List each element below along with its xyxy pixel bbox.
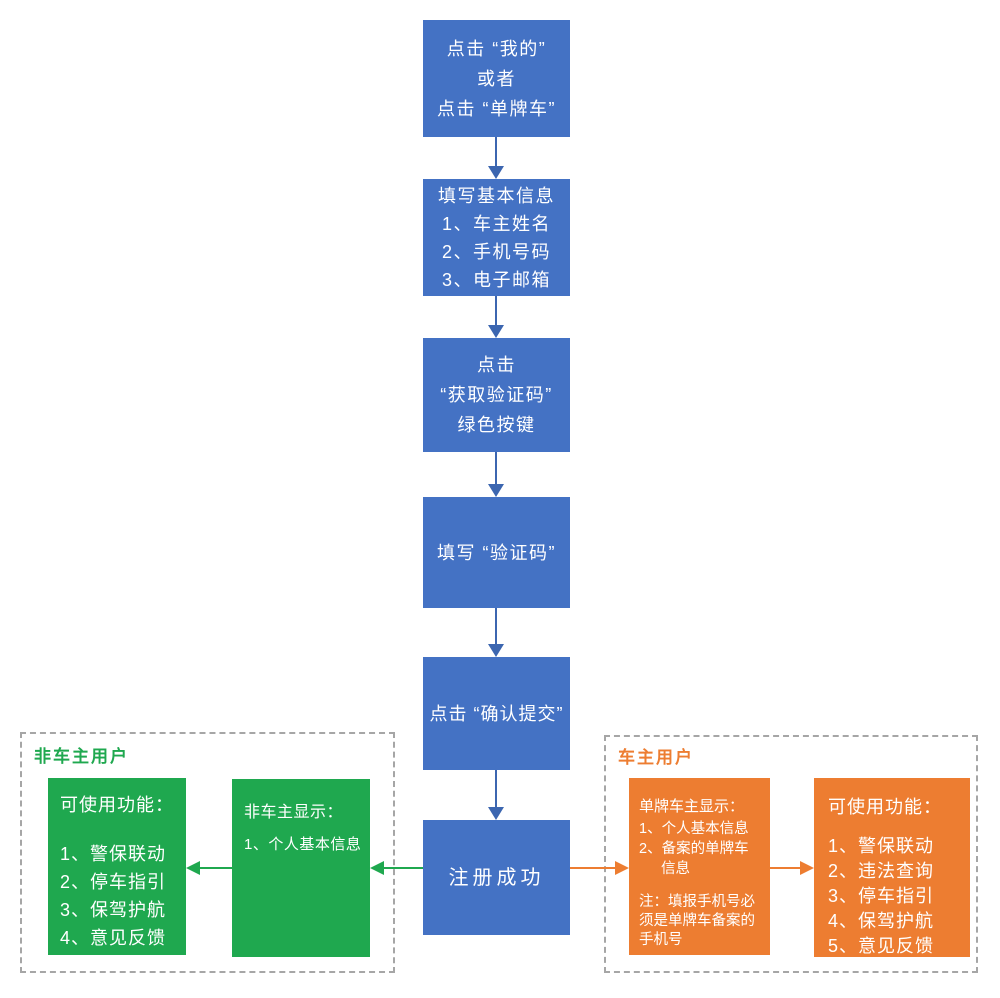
non-owner-features-box: 可使用功能： 1、警保联动 2、停车指引 3、保驾护航 4、意见反馈 <box>48 778 186 955</box>
owner-display-box: 单牌车主显示： 1、个人基本信息 2、备案的单牌车信息 注：填报手机号必须是单牌… <box>629 778 770 955</box>
orange-arrow-shaft <box>570 867 615 869</box>
step-text-line: 或者 <box>477 68 516 89</box>
list-item: 1、个人基本信息 <box>639 821 749 837</box>
down-arrow-shaft <box>495 452 497 485</box>
step-text-line: 点击 <box>477 355 516 375</box>
step-fill-basic-info: 填写基本信息 1、车主姓名 2、手机号码 3、电子邮箱 <box>423 179 570 296</box>
list-item: 1、警保联动 <box>828 836 935 856</box>
list-item: 3、停车指引 <box>828 886 935 906</box>
non-owner-group-title: 非车主用户 <box>34 747 129 766</box>
list-item: 1、车主姓名 <box>442 213 552 234</box>
list-item: 1、警保联动 <box>60 844 167 864</box>
down-arrow-icon <box>488 807 504 820</box>
list-item: 2、停车指引 <box>60 872 167 892</box>
step-click-confirm-submit: 点击 “确认提交” <box>423 657 570 770</box>
list-item: 2、备案的单牌车信息 <box>639 841 749 877</box>
step-title: 填写基本信息 <box>438 185 555 206</box>
owner-features-box: 可使用功能： 1、警保联动 2、违法查询 3、停车指引 4、保驾护航 5、意见反… <box>814 778 970 957</box>
list-item: 3、保驾护航 <box>60 900 167 920</box>
list-item: 2、手机号码 <box>442 241 552 262</box>
phone-number-note: 注：填报手机号必须是单牌车备案的手机号 <box>639 894 755 948</box>
down-arrow-shaft <box>495 137 497 167</box>
step-text-line: 注册成功 <box>448 866 545 889</box>
right-arrow-icon <box>615 861 629 875</box>
down-arrow-icon <box>488 325 504 338</box>
down-arrow-shaft <box>495 608 497 645</box>
list-item: 5、意见反馈 <box>828 936 935 956</box>
non-owner-display-box: 非车主显示： 1、个人基本信息 <box>232 779 370 957</box>
step-text-line: 点击 “我的” <box>446 38 547 59</box>
list-item: 4、意见反馈 <box>60 928 167 948</box>
step-click-get-verification-code: 点击 “获取验证码” 绿色按键 <box>423 338 570 452</box>
down-arrow-shaft <box>495 296 497 326</box>
green-arrow-shaft <box>384 867 423 869</box>
list-item: 3、电子邮箱 <box>442 269 552 290</box>
step-text-line: “获取验证码” <box>440 385 553 405</box>
box-title: 非车主显示： <box>244 804 344 821</box>
left-arrow-icon <box>186 861 200 875</box>
step-text-line: 绿色按键 <box>457 415 536 435</box>
right-arrow-icon <box>800 861 814 875</box>
step-click-mine-or-single-plate: 点击 “我的” 或者 点击 “单牌车” <box>423 20 570 137</box>
step-text-line: 填写 “验证码” <box>437 542 556 563</box>
orange-arrow-shaft <box>770 867 800 869</box>
step-register-success: 注册成功 <box>423 820 570 935</box>
step-text-line: 点击 “确认提交” <box>429 703 564 724</box>
owner-group-title: 车主用户 <box>618 748 694 767</box>
step-fill-verification-code: 填写 “验证码” <box>423 497 570 608</box>
owner-group-container <box>604 735 978 973</box>
down-arrow-icon <box>488 484 504 497</box>
box-title: 单牌车主显示： <box>639 798 745 815</box>
list-item: 4、保驾护航 <box>828 911 935 931</box>
box-title: 可使用功能： <box>828 797 942 817</box>
box-title: 可使用功能： <box>60 795 174 815</box>
left-arrow-icon <box>370 861 384 875</box>
step-text-line: 点击 “单牌车” <box>437 98 556 119</box>
non-owner-group-container <box>20 732 395 973</box>
list-item: 2、违法查询 <box>828 861 935 881</box>
down-arrow-shaft <box>495 770 497 808</box>
down-arrow-icon <box>488 166 504 179</box>
list-item: 1、个人基本信息 <box>244 836 362 853</box>
down-arrow-icon <box>488 644 504 657</box>
green-arrow-shaft <box>200 867 232 869</box>
